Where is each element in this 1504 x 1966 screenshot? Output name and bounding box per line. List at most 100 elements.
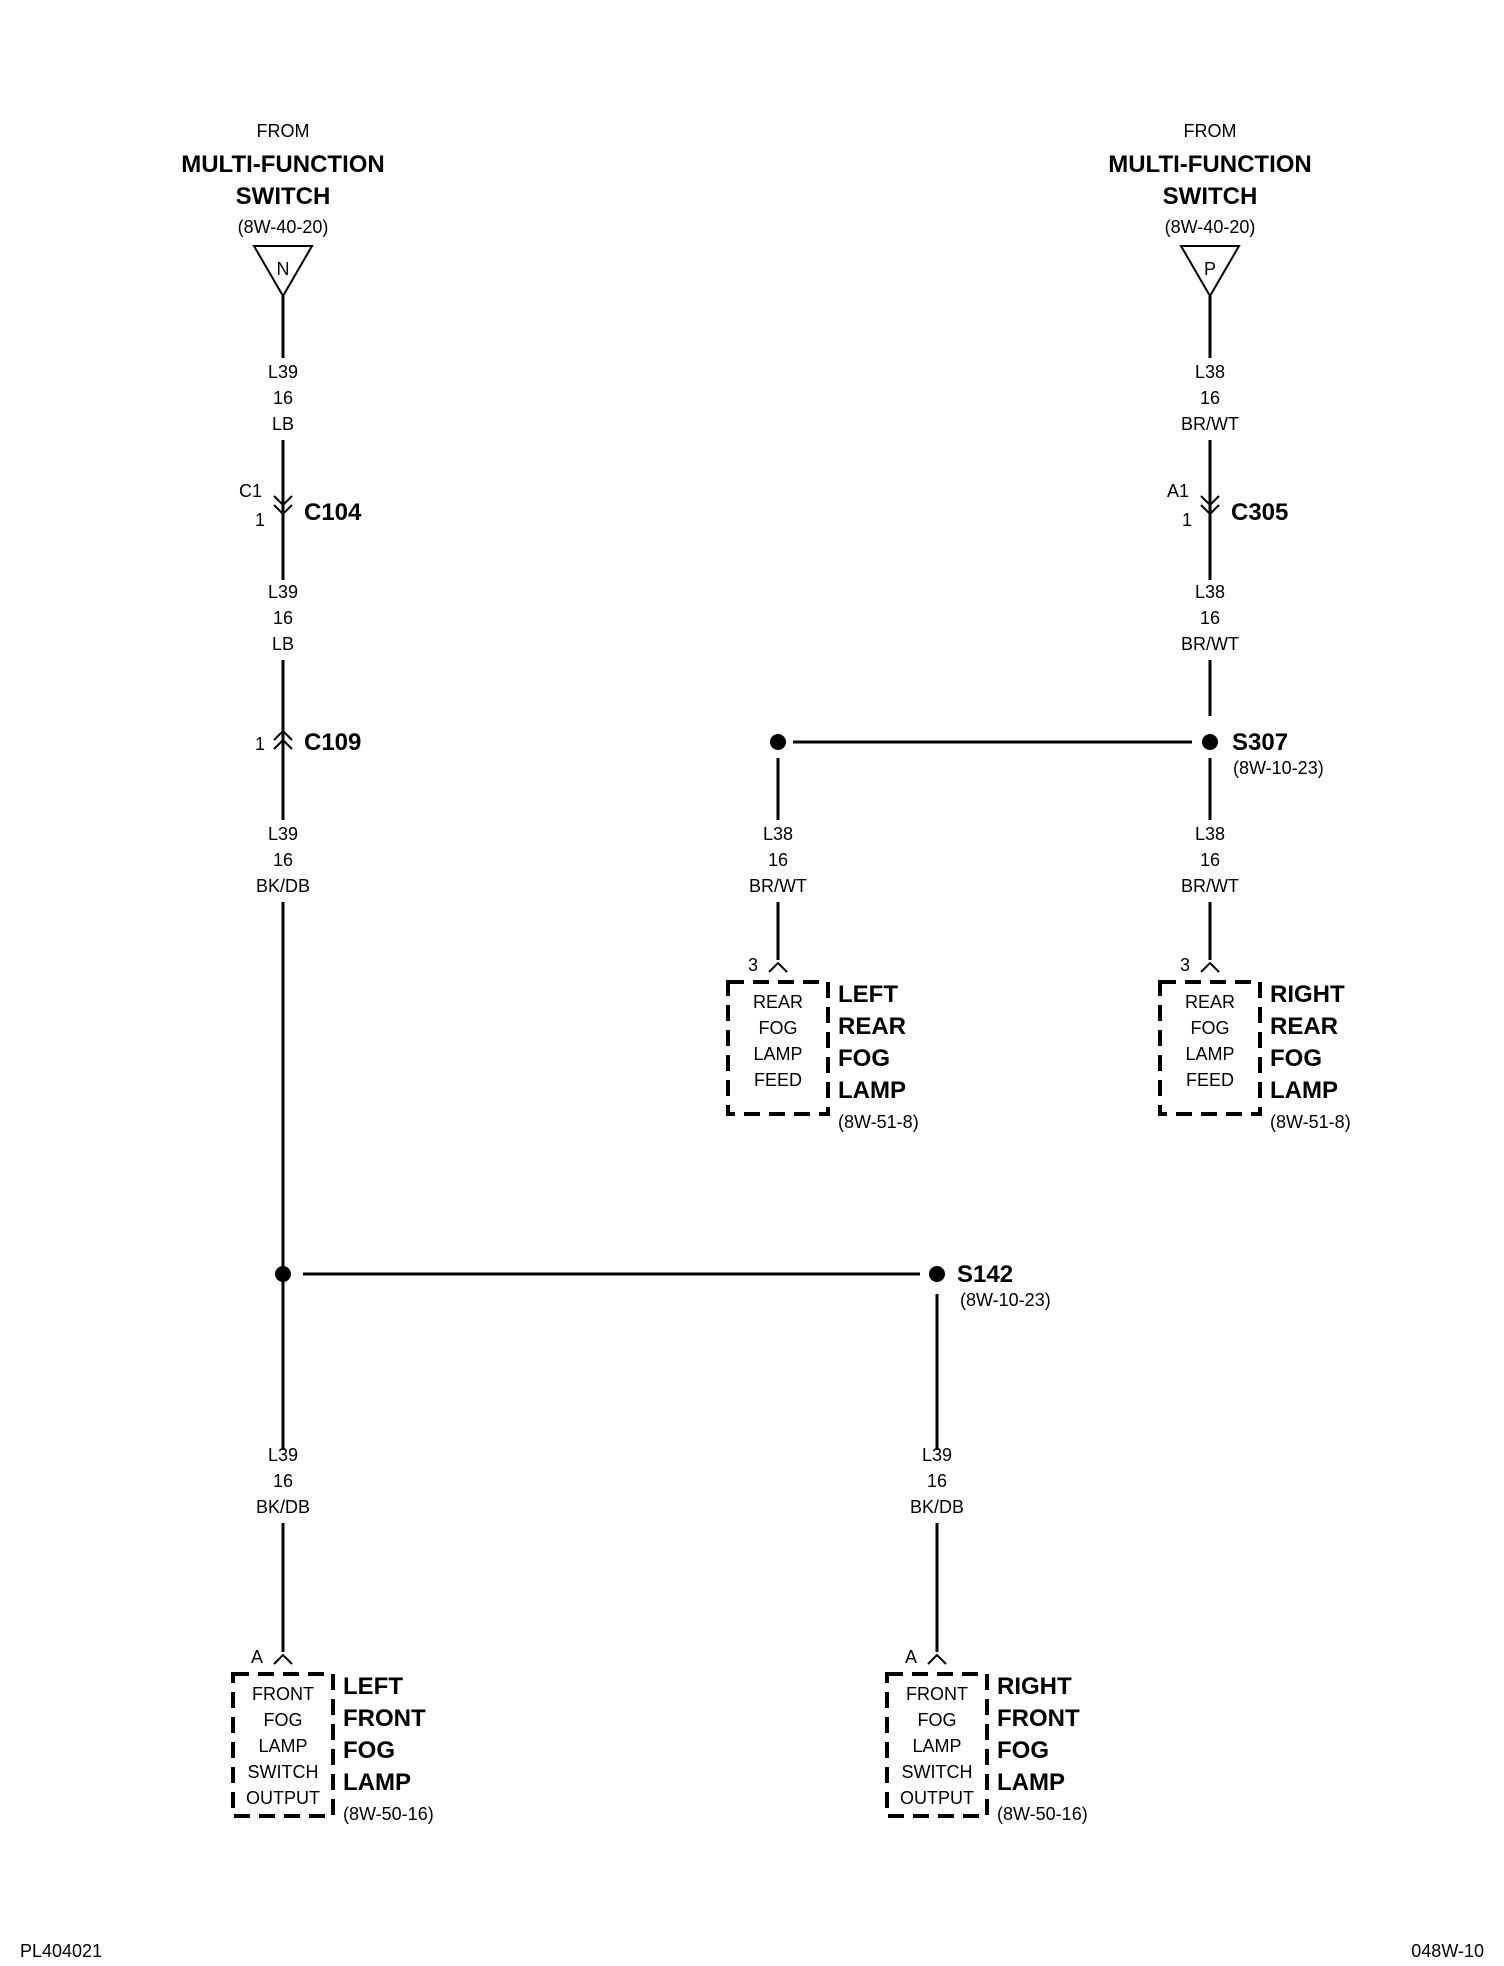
splice-junction-dot: [770, 734, 786, 750]
source-ref: (8W-40-20): [1165, 217, 1256, 237]
connector-chevron: [1200, 504, 1220, 516]
wire-gauge: 16: [273, 388, 293, 408]
pin-chevron: [768, 961, 788, 973]
component-left-rear-fog-lamp: 3 REAR FOG LAMP FEED LEFT REAR FOG LAMP …: [726, 955, 919, 1132]
wire-color: BK/DB: [256, 1497, 310, 1517]
wire-color: BK/DB: [256, 876, 310, 896]
component-box-text: FOG: [264, 1710, 303, 1730]
splice-s307: S307 (8W-10-23): [1202, 729, 1324, 778]
wire-gauge: 16: [1200, 608, 1220, 628]
component-name: LAMP: [997, 1769, 1065, 1796]
wire-label-l39-low: L39 16 BK/DB: [256, 824, 310, 896]
wire-color: BR/WT: [1181, 634, 1239, 654]
component-dashed-box: [231, 1672, 335, 1818]
component-ref: (8W-50-16): [343, 1804, 434, 1824]
component-name: LAMP: [343, 1769, 411, 1796]
connector-cavity: 1: [1182, 510, 1192, 530]
source-multifunction-switch-n: FROM MULTI-FUNCTION SWITCH (8W-40-20) N: [181, 121, 385, 298]
connector-cavity: C1: [239, 481, 262, 501]
component-name: FOG: [997, 1737, 1049, 1764]
wire-gauge: 16: [273, 1471, 293, 1491]
component-name: LAMP: [838, 1077, 906, 1104]
pin-label: A: [905, 1647, 917, 1667]
wire-label-l39-top: L39 16 LB: [268, 362, 298, 434]
component-name: FRONT: [997, 1705, 1080, 1732]
connector-name: C109: [304, 729, 361, 756]
component-dashed-box: [726, 980, 830, 1116]
splice-s142: S142 (8W-10-23): [929, 1261, 1051, 1310]
component-name: RIGHT: [1270, 981, 1345, 1008]
connector-chevron: [273, 495, 293, 507]
wire-circuit: L39: [268, 582, 298, 602]
pin-chevron: [927, 1653, 947, 1665]
connector-c109: 1 C109: [255, 729, 361, 756]
connector-name: C104: [304, 499, 362, 526]
source-ref: (8W-40-20): [238, 217, 329, 237]
connector-reference-triangle: [252, 245, 314, 298]
connector-reference-letter: N: [277, 259, 290, 279]
wire-circuit: L39: [268, 1445, 298, 1465]
wire-color: LB: [272, 634, 294, 654]
component-ref: (8W-51-8): [1270, 1112, 1351, 1132]
splice-ref: (8W-10-23): [1233, 758, 1324, 778]
connector-cavity: 1: [255, 734, 265, 754]
wire-gauge: 16: [768, 850, 788, 870]
component-box-text: SWITCH: [248, 1762, 319, 1782]
component-box-text: FOG: [759, 1018, 798, 1038]
wire-gauge: 16: [273, 850, 293, 870]
wire-circuit: L39: [268, 362, 298, 382]
component-box-text: FEED: [754, 1070, 802, 1090]
component-name: FOG: [838, 1045, 890, 1072]
pin-chevron: [273, 1653, 293, 1665]
wire-color: LB: [272, 414, 294, 434]
source-name-line1: MULTI-FUNCTION: [181, 151, 385, 178]
component-name: LEFT: [343, 1673, 403, 1700]
connector-reference-triangle: [1179, 245, 1241, 298]
pin-label: A: [251, 1647, 263, 1667]
wire-circuit: L39: [268, 824, 298, 844]
splice-dot: [1202, 734, 1218, 750]
connector-chevron: [273, 738, 293, 750]
splice-name: S142: [957, 1261, 1013, 1288]
component-box-text: FRONT: [252, 1684, 314, 1704]
component-box-text: FRONT: [906, 1684, 968, 1704]
wire-color: BR/WT: [1181, 414, 1239, 434]
source-name-line2: SWITCH: [236, 183, 331, 210]
component-box-text: SWITCH: [902, 1762, 973, 1782]
component-box-text: FEED: [1186, 1070, 1234, 1090]
pin-label: 3: [1180, 955, 1190, 975]
footer-left-code: PL404021: [20, 1941, 102, 1961]
wire-label-l38-right: L38 16 BR/WT: [1181, 824, 1239, 896]
splice-name: S307: [1232, 729, 1288, 756]
wire-circuit: L38: [763, 824, 793, 844]
component-box-text: REAR: [753, 992, 803, 1012]
footer-right-code: 048W-10: [1411, 1941, 1484, 1961]
component-box-text: LAMP: [912, 1736, 961, 1756]
component-box-text: OUTPUT: [900, 1788, 974, 1808]
connector-chevron: [273, 504, 293, 516]
component-dashed-box: [885, 1672, 989, 1818]
component-name: REAR: [1270, 1013, 1338, 1040]
component-name: LAMP: [1270, 1077, 1338, 1104]
wire-color: BK/DB: [910, 1497, 964, 1517]
component-box-text: FOG: [918, 1710, 957, 1730]
wire-gauge: 16: [1200, 850, 1220, 870]
component-name: RIGHT: [997, 1673, 1072, 1700]
wire-color: BR/WT: [1181, 876, 1239, 896]
splice-junction-dot: [275, 1266, 291, 1282]
connector-chevron: [1200, 495, 1220, 507]
wire-circuit: L39: [922, 1445, 952, 1465]
wire-label-l38-top: L38 16 BR/WT: [1181, 362, 1239, 434]
wire-label-l38-left: L38 16 BR/WT: [749, 824, 807, 896]
connector-name: C305: [1231, 499, 1288, 526]
component-name: FOG: [1270, 1045, 1322, 1072]
component-right-rear-fog-lamp: 3 REAR FOG LAMP FEED RIGHT REAR FOG LAMP…: [1158, 955, 1351, 1132]
source-name-line1: MULTI-FUNCTION: [1108, 151, 1312, 178]
wire-gauge: 16: [273, 608, 293, 628]
source-from-label: FROM: [257, 121, 310, 141]
wire-gauge: 16: [1200, 388, 1220, 408]
splice-ref: (8W-10-23): [960, 1290, 1051, 1310]
component-box-text: LAMP: [753, 1044, 802, 1064]
wire-label-l38-mid: L38 16 BR/WT: [1181, 582, 1239, 654]
